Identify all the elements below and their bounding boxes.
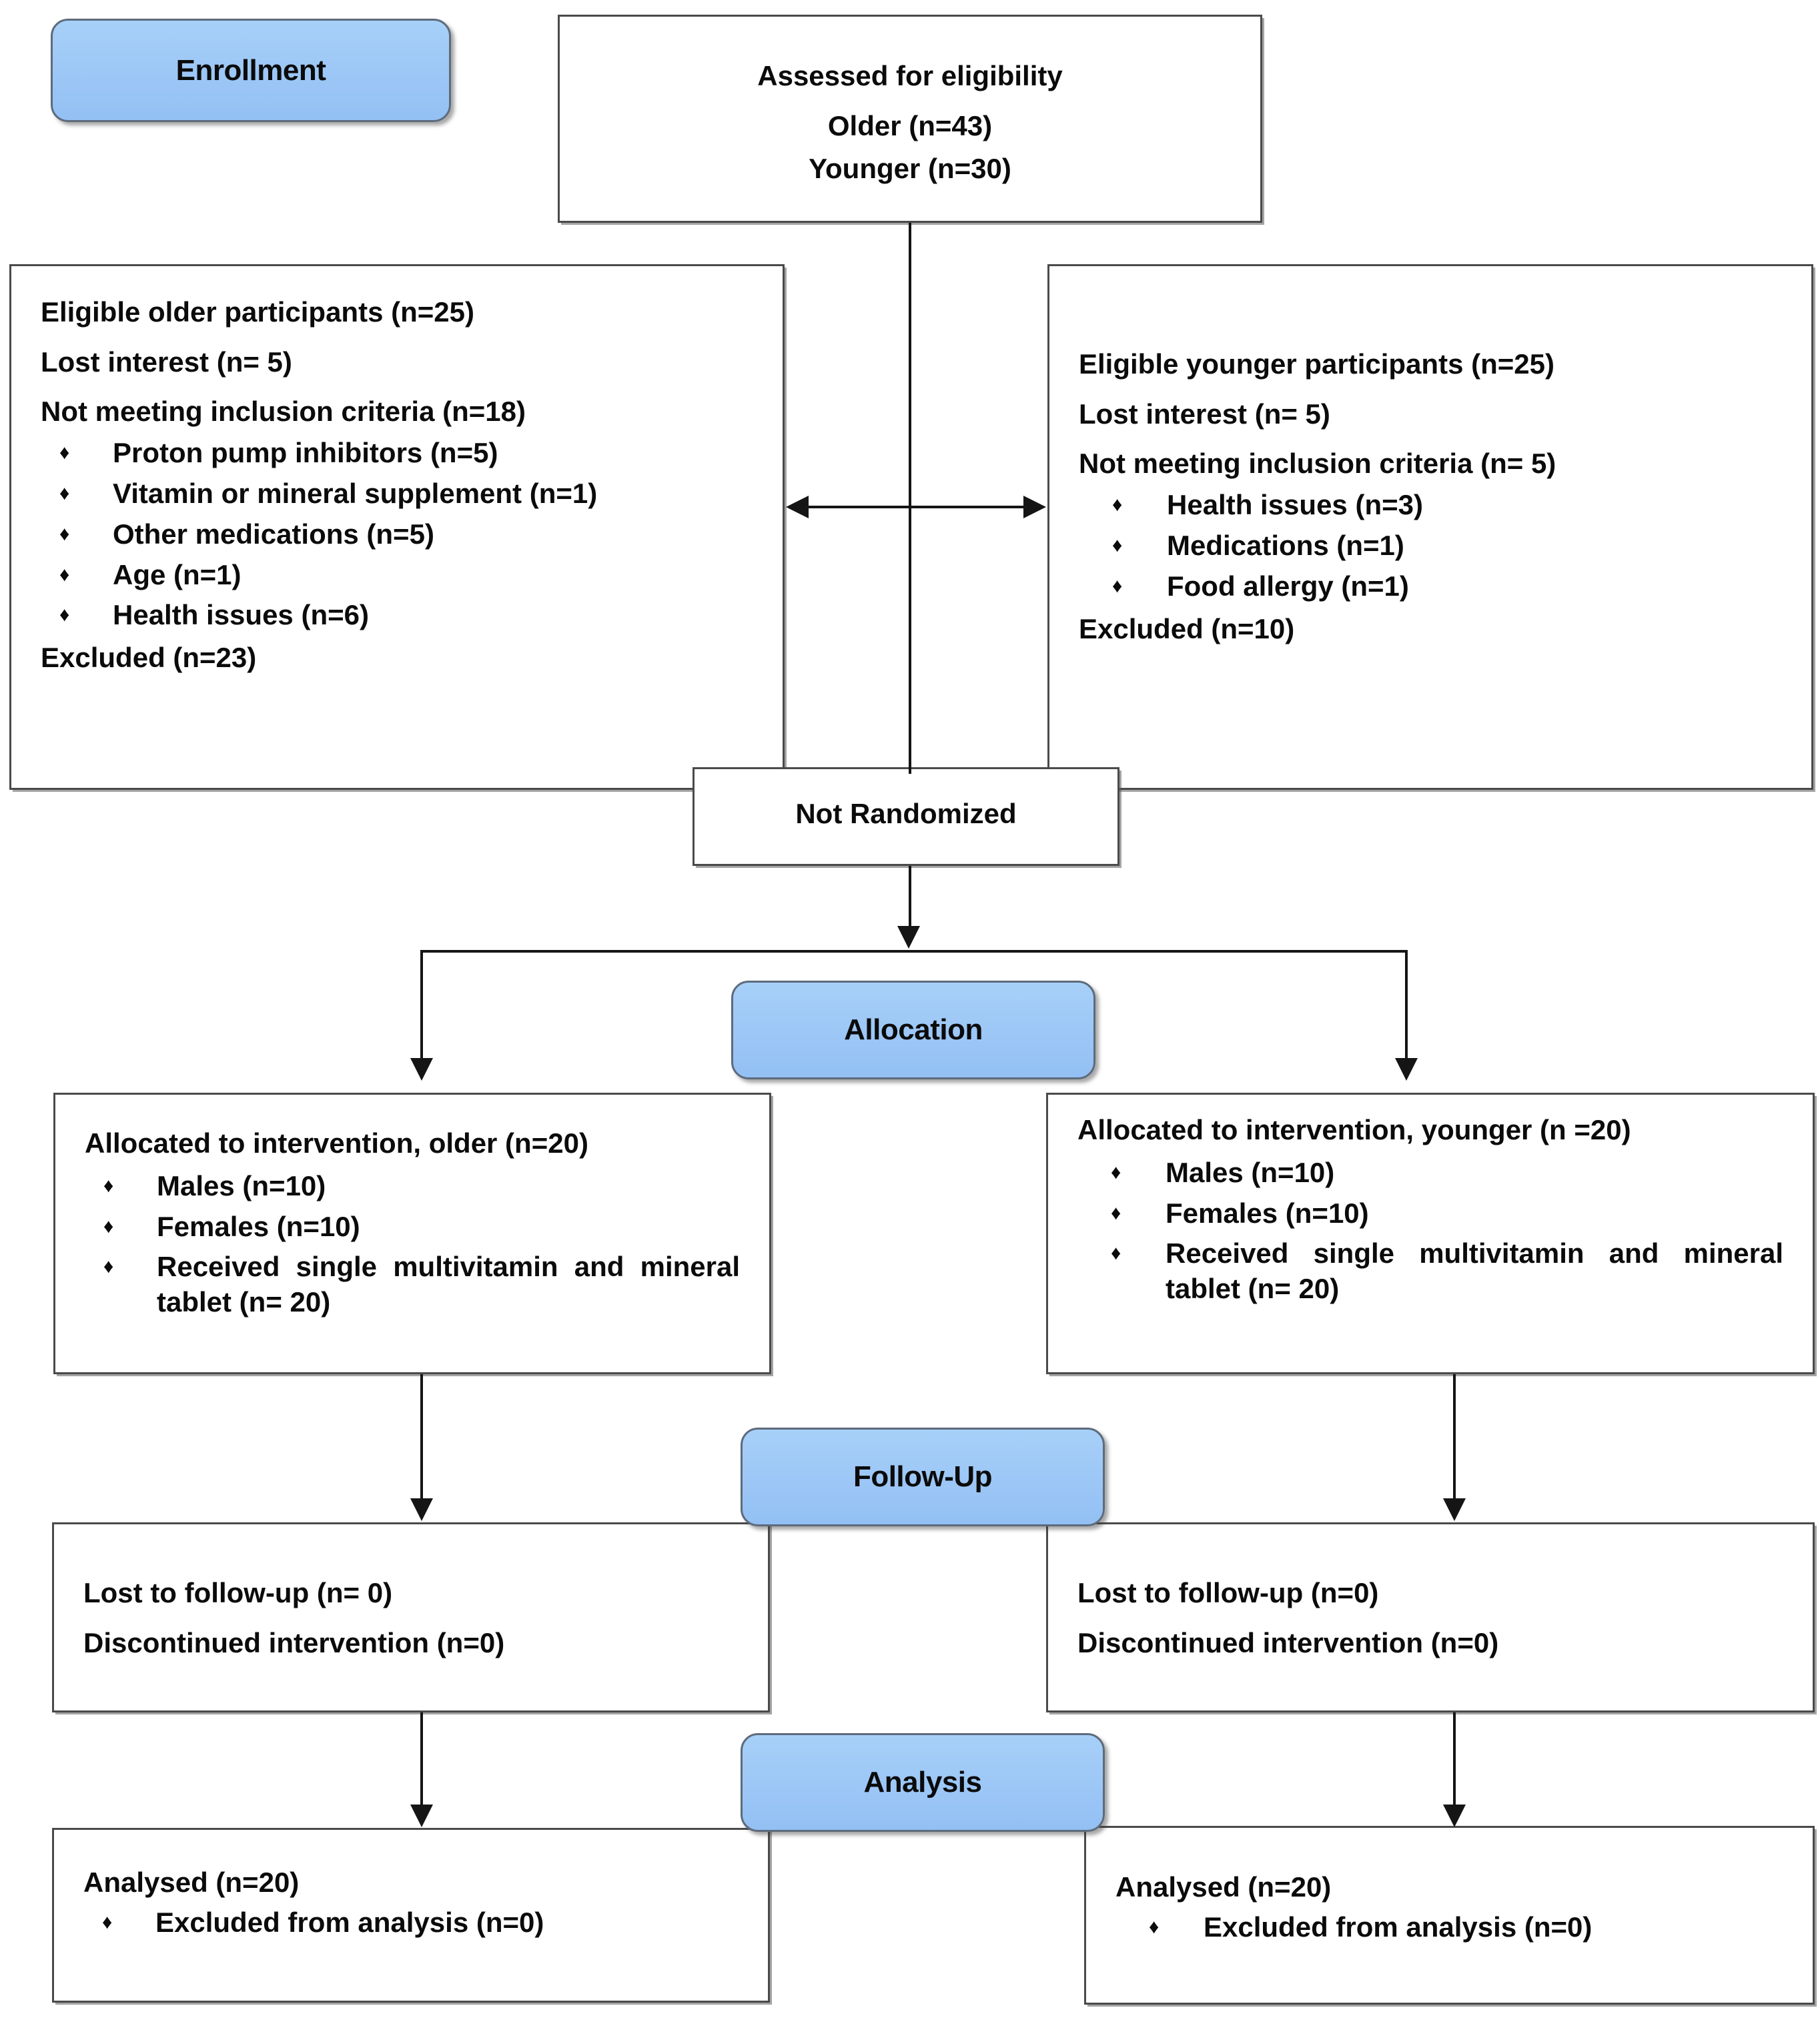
list-item: Males (n=10) (85, 1169, 740, 1204)
excluded-younger-box: Eligible younger participants (n=25) Los… (1047, 264, 1813, 790)
assessed-younger: Younger (n=30) (809, 153, 1011, 185)
analysis-older-box: Analysed (n=20) Excluded from analysis (… (52, 1828, 770, 2003)
list-item: Received single multivitamin and mineral… (1077, 1236, 1783, 1307)
allocation-older-title: Allocated to intervention, older (n=20) (85, 1127, 588, 1159)
connector-not-randomized-to-split (909, 866, 911, 930)
followup-younger-discontinued: Discontinued intervention (n=0) (1077, 1626, 1499, 1658)
connector-exclusion-bidirectional (806, 506, 1026, 508)
analysis-older-list: Excluded from analysis (n=0) (83, 1905, 739, 1941)
analysis-younger-list: Excluded from analysis (n=0) (1115, 1910, 1783, 1945)
excluded-younger-reason-list: Health issues (n=3) Medications (n=1) Fo… (1079, 488, 1782, 604)
arrow-down-icon (1443, 1498, 1466, 1521)
connector-allocation-younger-to-followup (1453, 1374, 1456, 1501)
connector-assessed-to-not-randomized (909, 223, 911, 774)
list-item: Proton pump inhibitors (n=5) (41, 436, 753, 471)
allocation-younger-title: Allocated to intervention, younger (n =2… (1077, 1114, 1631, 1145)
excluded-older-reason-list: Proton pump inhibitors (n=5) Vitamin or … (41, 436, 753, 634)
excluded-older-eligible: Eligible older participants (n=25) (41, 296, 474, 328)
followup-older-box: Lost to follow-up (n= 0) Discontinued in… (52, 1522, 770, 1712)
arrow-down-icon (1395, 1058, 1418, 1081)
allocation-older-list: Males (n=10) Females (n=10) Received sin… (85, 1169, 740, 1321)
list-item: Females (n=10) (85, 1209, 740, 1245)
connector-followup-younger-to-analysis (1453, 1712, 1456, 1807)
allocation-younger-box: Allocated to intervention, younger (n =2… (1046, 1093, 1815, 1374)
excluded-younger-lost-interest: Lost interest (n= 5) (1079, 398, 1330, 430)
arrow-down-icon (410, 1805, 433, 1827)
allocation-older-box: Allocated to intervention, older (n=20) … (53, 1093, 771, 1374)
connector-allocation-split-bar (420, 950, 1408, 953)
analysis-younger-analysed: Analysed (n=20) (1115, 1871, 1332, 1903)
list-item: Excluded from analysis (n=0) (1115, 1910, 1783, 1945)
arrow-left-icon (786, 496, 809, 518)
stage-pill-enrollment: Enrollment (51, 19, 451, 122)
list-item: Other medications (n=5) (41, 517, 753, 552)
followup-older-lost: Lost to follow-up (n= 0) (83, 1577, 393, 1608)
excluded-younger-not-meeting: Not meeting inclusion criteria (n= 5) (1079, 448, 1556, 480)
list-item: Age (n=1) (41, 558, 753, 593)
connector-allocation-left-branch (420, 950, 423, 1061)
excluded-older-box: Eligible older participants (n=25) Lost … (9, 264, 785, 790)
assessed-older: Older (n=43) (827, 109, 993, 141)
list-item: Vitamin or mineral supplement (n=1) (41, 476, 753, 512)
connector-allocation-older-to-followup (420, 1374, 423, 1501)
list-item: Health issues (n=3) (1079, 488, 1782, 523)
analysis-younger-box: Analysed (n=20) Excluded from analysis (… (1084, 1826, 1815, 2005)
arrow-down-icon (1443, 1805, 1466, 1827)
arrow-down-icon (410, 1498, 433, 1521)
excluded-older-total: Excluded (n=23) (41, 642, 257, 674)
stage-pill-analysis: Analysis (741, 1733, 1105, 1832)
list-item: Females (n=10) (1077, 1196, 1783, 1231)
arrow-right-icon (1023, 496, 1046, 518)
list-item: Health issues (n=6) (41, 598, 753, 633)
list-item: Food allergy (n=1) (1079, 569, 1782, 604)
list-item: Medications (n=1) (1079, 528, 1782, 564)
stage-pill-follow-up: Follow-Up (741, 1428, 1105, 1526)
assessed-for-eligibility-box: Assessed for eligibility Older (n=43) Yo… (558, 15, 1262, 223)
connector-followup-older-to-analysis (420, 1712, 423, 1807)
not-randomized-label: Not Randomized (795, 798, 1017, 829)
followup-younger-lost: Lost to follow-up (n=0) (1077, 1577, 1379, 1608)
excluded-younger-total: Excluded (n=10) (1079, 612, 1295, 644)
stage-pill-analysis-label: Analysis (863, 1766, 982, 1799)
excluded-older-not-meeting: Not meeting inclusion criteria (n=18) (41, 396, 526, 428)
stage-pill-allocation: Allocation (731, 981, 1095, 1079)
followup-older-discontinued: Discontinued intervention (n=0) (83, 1626, 505, 1658)
list-item: Received single multivitamin and mineral… (85, 1249, 740, 1320)
followup-younger-box: Lost to follow-up (n=0) Discontinued int… (1046, 1522, 1815, 1712)
connector-allocation-right-branch (1405, 950, 1408, 1061)
list-item: Males (n=10) (1077, 1155, 1783, 1191)
arrow-down-icon (897, 926, 920, 949)
assessed-title: Assessed for eligibility (757, 60, 1063, 91)
stage-pill-enrollment-label: Enrollment (175, 53, 326, 87)
excluded-older-lost-interest: Lost interest (n= 5) (41, 346, 292, 378)
not-randomized-box: Not Randomized (693, 767, 1119, 866)
list-item: Excluded from analysis (n=0) (83, 1905, 739, 1941)
excluded-younger-eligible: Eligible younger participants (n=25) (1079, 348, 1554, 380)
analysis-older-analysed: Analysed (n=20) (83, 1867, 300, 1898)
stage-pill-allocation-label: Allocation (844, 1013, 983, 1046)
stage-pill-follow-up-label: Follow-Up (853, 1460, 993, 1493)
arrow-down-icon (410, 1058, 433, 1081)
allocation-younger-list: Males (n=10) Females (n=10) Received sin… (1077, 1155, 1783, 1308)
